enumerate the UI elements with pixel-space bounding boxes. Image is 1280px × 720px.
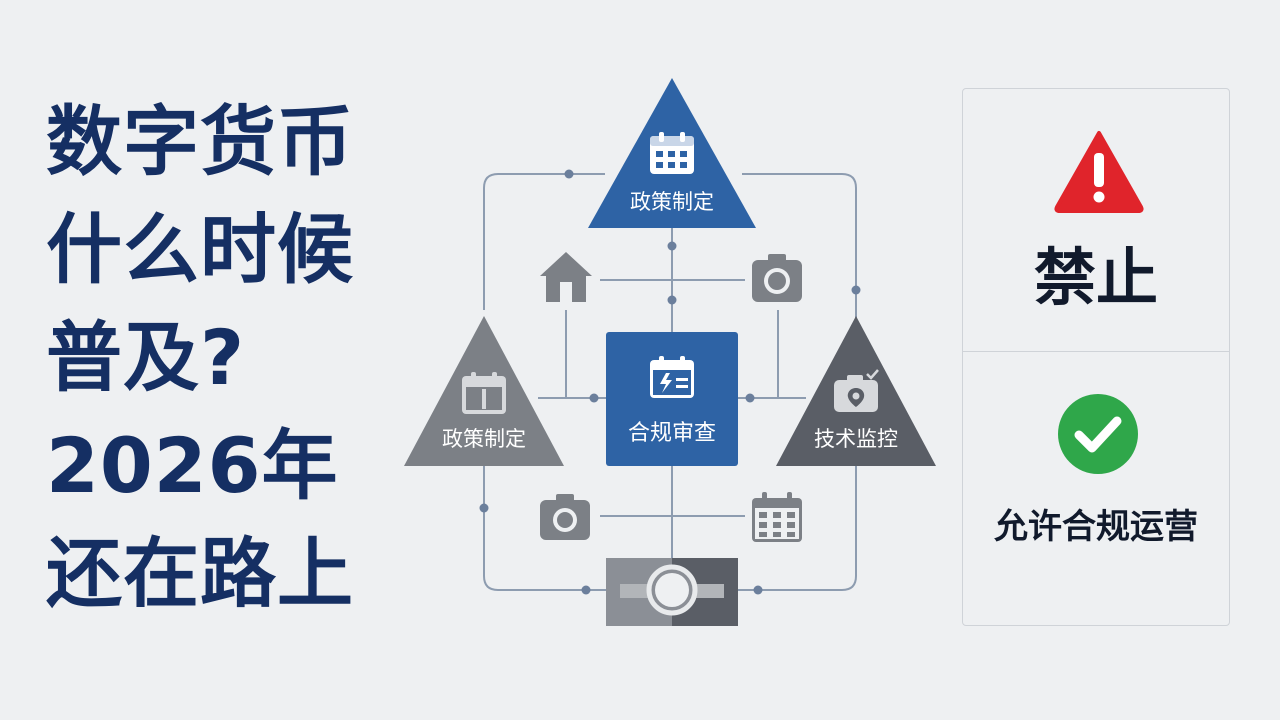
allow-label: 允许合规运营 xyxy=(994,507,1198,547)
check-icon xyxy=(1058,394,1138,474)
center-node-label: 合规审查 xyxy=(628,421,716,446)
panel-divider xyxy=(963,351,1229,352)
center-review-node: 合规审查 xyxy=(606,332,738,466)
left-policy-node: 政策制定 xyxy=(404,316,564,466)
connector-dots xyxy=(479,169,861,595)
calendar-icon xyxy=(752,492,802,542)
headline: 数字货币 什么时候 普及? 2026年 还在路上 xyxy=(46,88,426,628)
warning-icon xyxy=(1054,131,1144,213)
headline-line-3: 普及? xyxy=(46,313,246,402)
top-policy-node: 政策制定 xyxy=(588,78,756,228)
headline-line-2: 什么时候 xyxy=(46,205,354,294)
camera-icon xyxy=(540,494,590,540)
calendar-icon xyxy=(650,356,694,398)
headline-line-4: 2026年 xyxy=(46,421,339,510)
right-monitor-node: 技术监控 xyxy=(776,316,936,466)
headline-line-1: 数字货币 xyxy=(46,97,354,186)
calendar-icon xyxy=(462,372,506,414)
ban-label: 禁止 xyxy=(1033,241,1158,314)
headline-line-5: 还在路上 xyxy=(46,529,354,618)
right-node-label: 技术监控 xyxy=(814,427,898,451)
left-node-label: 政策制定 xyxy=(442,427,526,451)
status-panel: 禁止 允许合规运营 xyxy=(962,88,1230,626)
home-icon xyxy=(540,252,592,302)
calendar-icon xyxy=(650,132,694,174)
coin-block xyxy=(606,558,738,626)
camera-icon xyxy=(834,369,879,412)
top-node-label: 政策制定 xyxy=(630,190,714,214)
camera-icon xyxy=(752,254,802,302)
